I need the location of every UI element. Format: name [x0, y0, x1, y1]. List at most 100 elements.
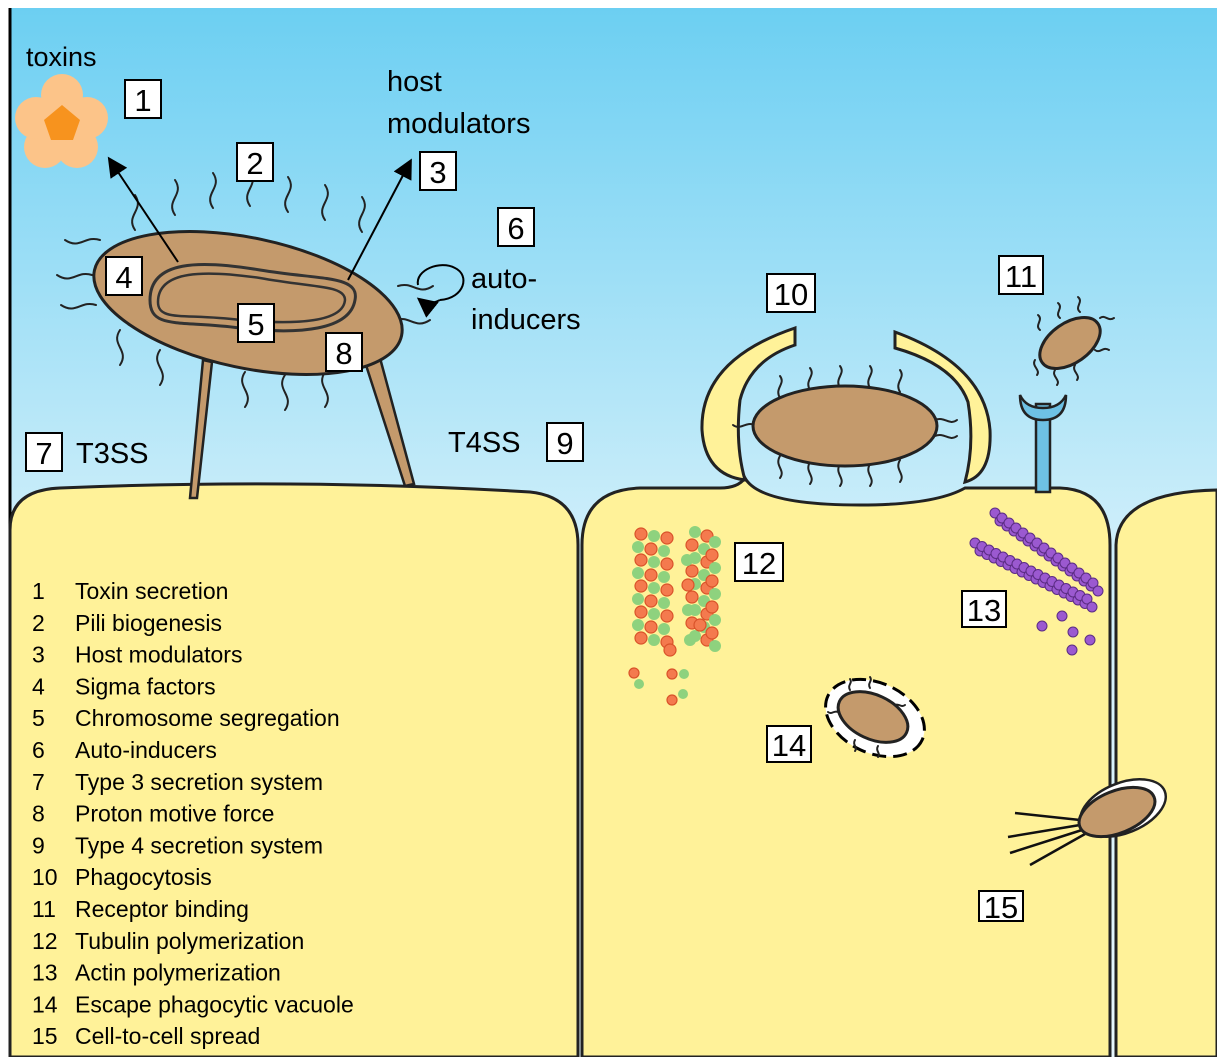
number-box-10: 10: [767, 274, 815, 312]
svg-text:9: 9: [556, 426, 573, 461]
phagocytosed-bacterium: [753, 386, 937, 466]
auto-inducers-label-line2: inducers: [471, 304, 581, 336]
svg-text:1: 1: [134, 83, 151, 118]
actin-monomer: [1093, 586, 1103, 596]
tubulin-dimer: [635, 606, 647, 618]
tubulin-dimer: [648, 608, 660, 620]
svg-text:8: 8: [335, 336, 352, 371]
svg-text:3: 3: [429, 155, 446, 190]
tubulin-dimer: [645, 569, 657, 581]
tubulin-dimer: [635, 528, 647, 540]
tubulin-dimer: [658, 545, 670, 557]
tubulin-dimer: [681, 554, 693, 566]
tubulin-dimer: [682, 604, 694, 616]
legend-label: Host modulators: [75, 642, 242, 668]
actin-monomer: [1057, 611, 1067, 621]
svg-text:10: 10: [774, 277, 808, 312]
legend-label: Toxin secretion: [75, 578, 228, 604]
tubulin-dimer: [635, 632, 647, 644]
tubulin-dimer: [645, 543, 657, 555]
toxins-label: toxins: [26, 42, 97, 72]
legend-label: Proton motive force: [75, 801, 274, 827]
legend-number: 7: [32, 769, 45, 795]
legend-number: 6: [32, 737, 45, 763]
tubulin-dimer: [689, 526, 701, 538]
tubulin-dimer: [709, 536, 721, 548]
number-box-6: 6: [498, 208, 534, 246]
legend-number: 2: [32, 610, 45, 636]
number-box-11: 11: [999, 256, 1043, 294]
tubulin-dimer: [645, 595, 657, 607]
tubulin-dimer: [694, 619, 706, 631]
number-box-3: 3: [420, 152, 456, 190]
svg-text:12: 12: [742, 546, 776, 581]
tubulin-dimer: [686, 539, 698, 551]
legend-label: Tubulin polymerization: [75, 928, 304, 954]
tubulin-dimer: [661, 584, 673, 596]
host-modulators-label-line2: modulators: [387, 108, 530, 140]
tubulin-dimer: [658, 571, 670, 583]
number-box-7: 7: [26, 433, 62, 471]
legend-number: 14: [32, 991, 58, 1017]
tubulin-dimer: [632, 619, 644, 631]
tubulin-dimer: [648, 634, 660, 646]
legend-number: 1: [32, 578, 45, 604]
host-modulators-label-line1: host: [387, 66, 442, 98]
number-box-14: 14: [767, 726, 811, 763]
tubulin-dimer: [648, 530, 660, 542]
auto-inducers-label-line1: auto-: [471, 263, 537, 295]
legend-number: 8: [32, 801, 45, 827]
tubulin-dimer: [648, 582, 660, 594]
legend-label: Phagocytosis: [75, 864, 212, 890]
tubulin-dimer: [664, 644, 676, 656]
legend-label: Escape phagocytic vacuole: [75, 991, 354, 1017]
tubulin-dimer: [684, 634, 696, 646]
tubulin-dimer: [661, 610, 673, 622]
actin-monomer: [1068, 627, 1078, 637]
number-box-13: 13: [962, 591, 1006, 628]
number-box-4: 4: [106, 257, 142, 295]
tubulin-dimer: [709, 588, 721, 600]
tubulin-dimer: [648, 556, 660, 568]
legend-label: Pili biogenesis: [75, 610, 222, 636]
number-box-5: 5: [238, 304, 274, 342]
actin-monomer: [1087, 602, 1097, 612]
number-box-9: 9: [547, 423, 583, 461]
host-cell-right: [1116, 490, 1217, 1057]
tubulin-dimer: [706, 601, 718, 613]
legend-label: Type 3 secretion system: [75, 769, 323, 795]
legend-label: Chromosome segregation: [75, 705, 340, 731]
svg-text:5: 5: [247, 307, 264, 342]
number-box-2: 2: [237, 143, 273, 181]
legend-label: Actin polymerization: [75, 960, 281, 986]
legend-number: 9: [32, 832, 45, 858]
svg-text:6: 6: [507, 211, 524, 246]
tubulin-dimer: [678, 689, 688, 699]
legend-label: Receptor binding: [75, 896, 249, 922]
tubulin-dimer: [679, 669, 689, 679]
svg-text:7: 7: [35, 436, 52, 471]
legend-number: 10: [32, 864, 58, 890]
svg-text:4: 4: [115, 260, 132, 295]
tubulin-dimer: [706, 627, 718, 639]
legend-number: 3: [32, 642, 45, 668]
svg-text:11: 11: [1005, 259, 1037, 294]
t4ss-label: T4SS: [448, 427, 521, 459]
tubulin-dimer: [667, 695, 677, 705]
number-box-8: 8: [326, 333, 362, 371]
legend-label: Auto-inducers: [75, 737, 217, 763]
tubulin-dimer: [635, 580, 647, 592]
t3ss-label: T3SS: [76, 438, 149, 470]
legend-label: Sigma factors: [75, 673, 216, 699]
tubulin-dimer: [645, 621, 657, 633]
tubulin-dimer: [632, 593, 644, 605]
number-box-1: 1: [125, 80, 161, 118]
tubulin-dimer: [706, 575, 718, 587]
number-box-15: 15: [979, 890, 1023, 925]
tubulin-dimer: [661, 532, 673, 544]
number-box-12: 12: [735, 543, 783, 581]
actin-monomer: [1085, 635, 1095, 645]
tubulin-dimer: [632, 567, 644, 579]
